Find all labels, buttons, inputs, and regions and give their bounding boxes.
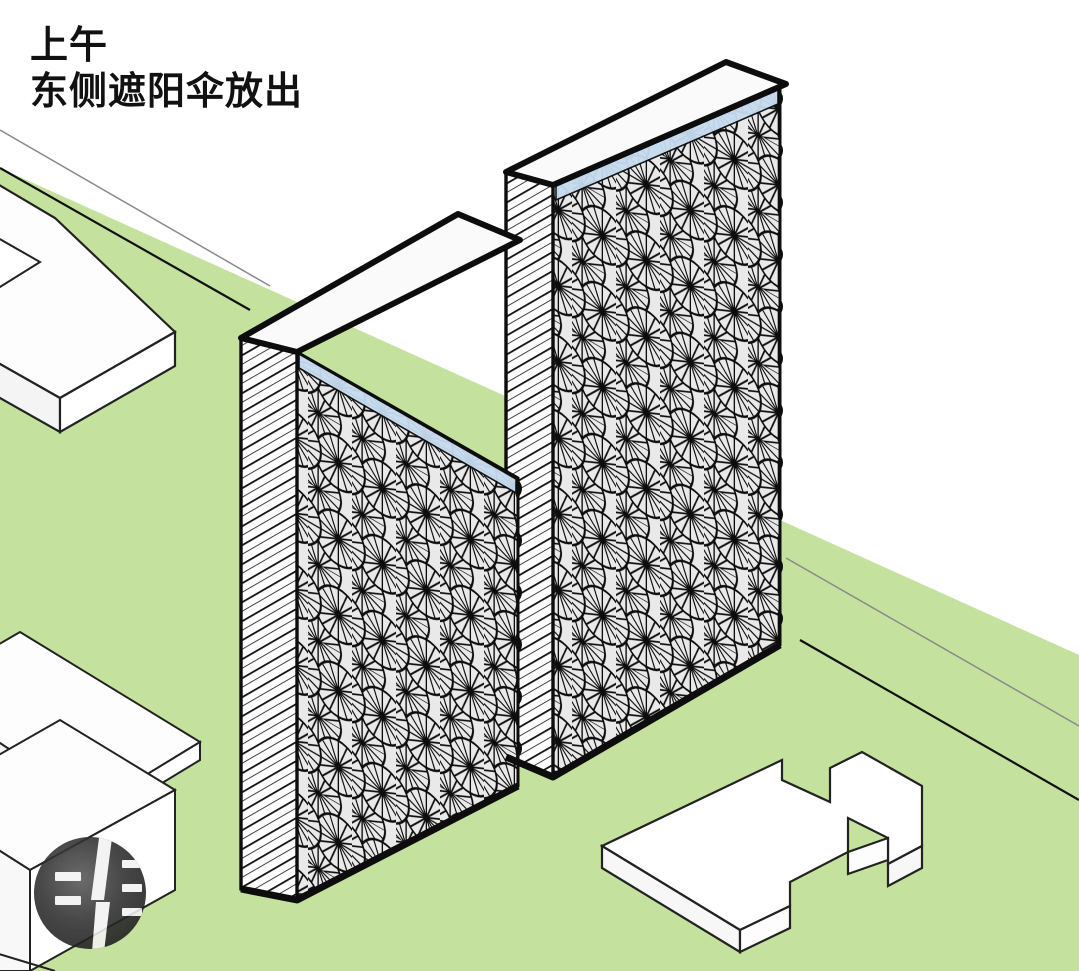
lawn-edge-north (0, 167, 251, 311)
base-edge-north (504, 641, 782, 781)
road-line-east (785, 557, 1079, 727)
road-line-north (0, 129, 271, 287)
glazing-band-south (298, 352, 517, 495)
base-edge-south (240, 782, 520, 904)
tower-north-high (503, 59, 789, 780)
context-building-southeast (599, 750, 924, 954)
watermark-logo (34, 837, 146, 949)
context-building-northwest (0, 184, 177, 434)
lawn-edge-east (799, 639, 1079, 801)
